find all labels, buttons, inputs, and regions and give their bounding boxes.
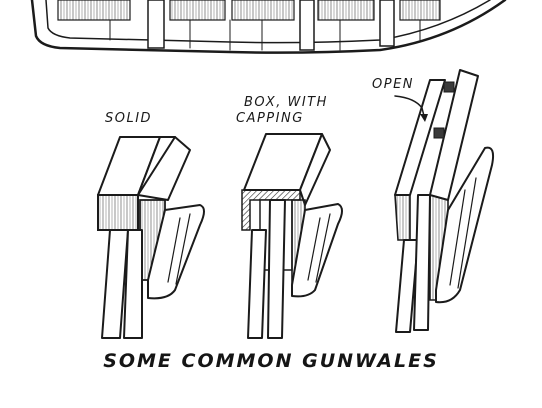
label-box-line1: BOX, WITH (244, 95, 328, 110)
label-solid: SOLID (105, 111, 153, 126)
box-gunwale-drawing (241, 133, 343, 339)
hull-frames (57, 0, 441, 51)
open-gunwale-drawing (394, 69, 495, 333)
boat-hull-section (30, 0, 507, 54)
label-open: OPEN (372, 77, 415, 92)
spacer-block (443, 81, 455, 93)
label-box-line2: CAPPING (236, 111, 304, 126)
figure-caption: SOME COMMON GUNWALES (103, 350, 439, 372)
solid-gunwale-drawing (97, 136, 205, 339)
spacer-block (433, 127, 445, 139)
